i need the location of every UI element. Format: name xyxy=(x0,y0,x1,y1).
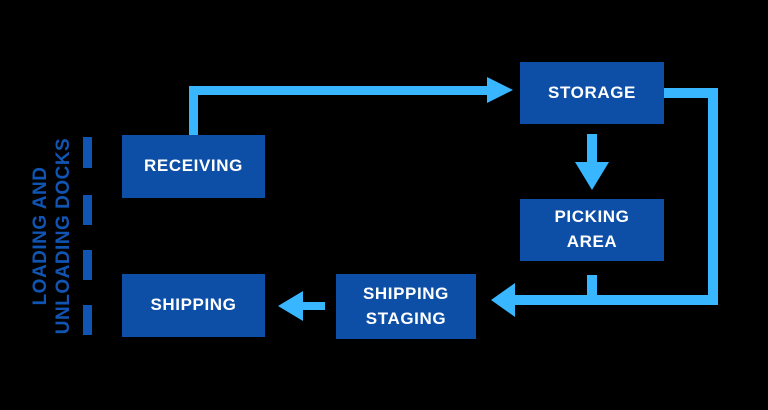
node-shipping-staging-label: SHIPPING STAGING xyxy=(362,283,450,328)
node-storage-label: STORAGE xyxy=(548,82,636,102)
node-picking-area: PICKING AREA xyxy=(520,199,664,261)
node-shipping-staging: SHIPPING STAGING xyxy=(336,274,476,339)
node-shipping-label: SHIPPING xyxy=(150,295,237,315)
arrowhead-into-picking-icon xyxy=(575,162,609,190)
dock-dash xyxy=(83,195,92,225)
dock-dash xyxy=(83,305,92,335)
node-receiving: RECEIVING xyxy=(122,135,265,198)
arrow-storage-loop-stub xyxy=(664,88,713,98)
arrowhead-into-storage-icon xyxy=(487,77,513,103)
arrow-receiving-to-storage-vertical xyxy=(189,86,198,135)
arrow-staging-to-shipping-shaft xyxy=(302,302,325,310)
arrow-receiving-to-storage-horizontal xyxy=(189,86,487,95)
node-shipping: SHIPPING xyxy=(122,274,265,337)
dock-dash xyxy=(83,250,92,280)
node-picking-area-label: PICKING AREA xyxy=(554,207,630,251)
node-receiving-label: RECEIVING xyxy=(144,156,243,176)
node-storage: STORAGE xyxy=(520,62,664,124)
arrow-loop-bottom-horizontal xyxy=(510,295,718,305)
dock-dash xyxy=(83,137,92,168)
dock-label: LOADING AND UNLOADING DOCKS xyxy=(30,137,74,335)
arrowhead-into-shipping-staging-icon xyxy=(491,283,515,317)
arrow-picking-to-line-stub xyxy=(587,275,597,305)
arrow-storage-to-picking-shaft xyxy=(587,134,597,162)
arrowhead-into-shipping-icon xyxy=(278,291,303,321)
arrow-storage-loop-vertical xyxy=(708,88,718,305)
